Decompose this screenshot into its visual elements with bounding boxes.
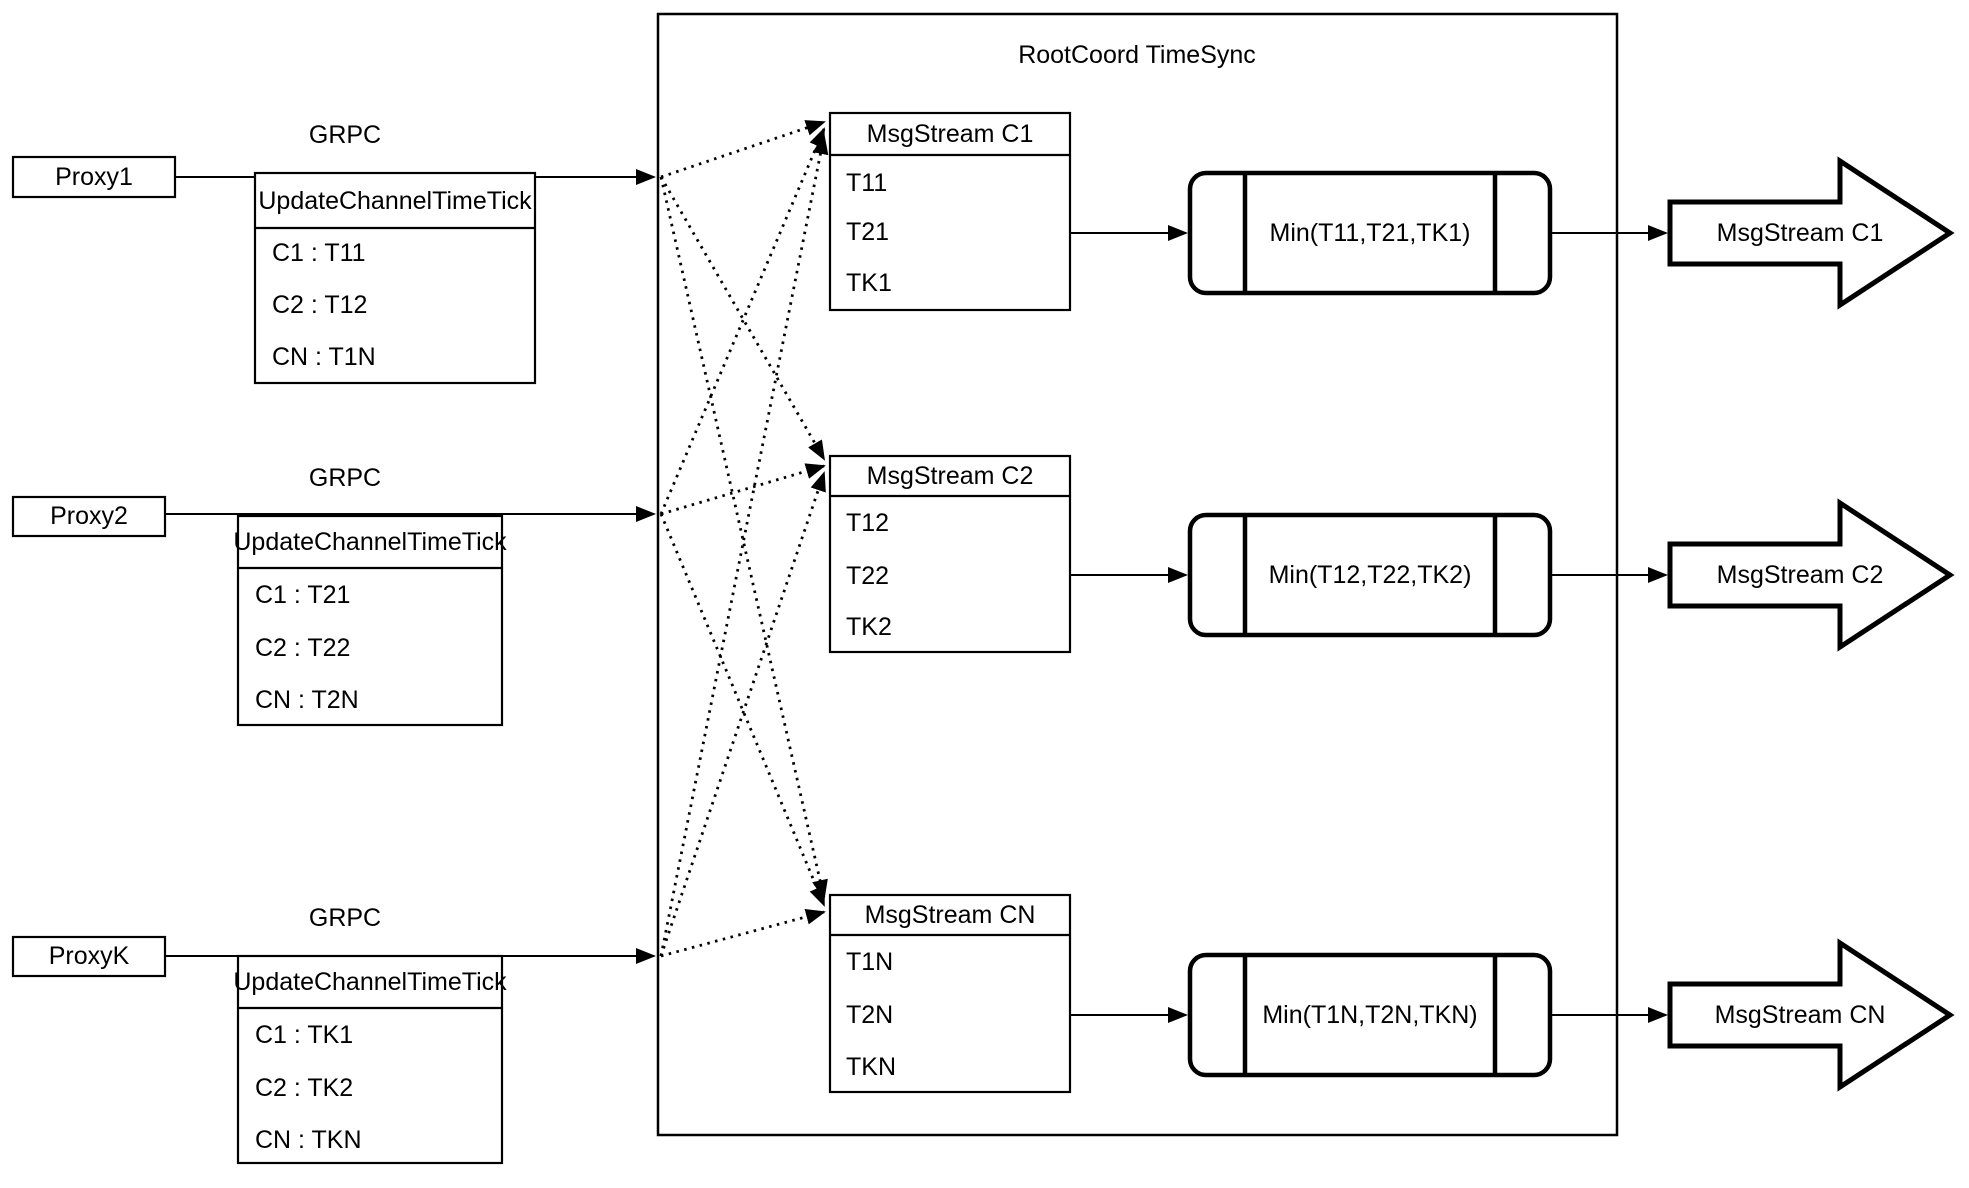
min-node: Min(T12,T22,TK2) (1187, 512, 1553, 638)
table-header: MsgStream C1 (867, 120, 1034, 148)
update-channel-time-tick-table: UpdateChannelTimeTick C1 : T21 C2 : T22 … (233, 514, 507, 727)
timetick-fanout-arrows (659, 120, 829, 958)
row-proxy2: Proxy2 GRPC UpdateChannelTimeTick C1 : T… (11, 454, 1955, 727)
table-outline (236, 514, 504, 727)
dotted-arrow-p2-cn (659, 513, 826, 907)
dotted-arrow-pk-c1 (659, 134, 829, 957)
min-label: Min(T11,T21,TK1) (1270, 219, 1471, 247)
table-row: TK1 (846, 269, 892, 297)
table-header: UpdateChannelTimeTick (233, 528, 507, 556)
proxy-box (11, 155, 177, 199)
dotted-arrow-p1-c2 (659, 176, 826, 461)
grpc-label: GRPC (309, 121, 381, 149)
msgstream-c1-table: MsgStream C1 T11 T21 TK1 (828, 111, 1072, 312)
update-channel-time-tick-table: UpdateChannelTimeTick C1 : TK1 C2 : TK2 … (233, 954, 507, 1165)
block-arrow-shape (1667, 938, 1955, 1092)
table-row: T1N (846, 948, 893, 976)
table-row: C2 : T12 (272, 291, 367, 319)
table-row: C2 : T22 (255, 634, 350, 662)
grpc-label: GRPC (309, 464, 381, 492)
table-row: C1 : T21 (255, 581, 350, 609)
proxy-label: Proxy1 (55, 163, 133, 191)
dotted-arrow-pk-c2 (659, 471, 826, 957)
table-row: TKN (846, 1053, 896, 1081)
proxy-label: Proxy2 (50, 502, 128, 530)
table-header: UpdateChannelTimeTick (258, 187, 532, 215)
output-stream-arrow: MsgStream C2 (1667, 498, 1955, 652)
table-row: C1 : T11 (272, 239, 366, 267)
msgstream-cn-table: MsgStream CN T1N T2N TKN (828, 893, 1072, 1094)
table-row: CN : T2N (255, 686, 359, 714)
output-label: MsgStream C2 (1717, 561, 1884, 589)
grpc-label: GRPC (309, 904, 381, 932)
output-stream-arrow: MsgStream CN (1667, 938, 1955, 1092)
table-row: CN : T1N (272, 343, 376, 371)
table-outline (253, 171, 537, 385)
proxy-box (11, 935, 167, 978)
table-outline (828, 893, 1072, 1094)
output-label: MsgStream C1 (1717, 219, 1884, 247)
block-arrow-shape (1667, 156, 1955, 310)
min-node: Min(T1N,T2N,TKN) (1187, 952, 1553, 1078)
table-outline (828, 111, 1072, 312)
update-channel-time-tick-table: UpdateChannelTimeTick C1 : T11 C2 : T12 … (253, 171, 537, 385)
row-proxyk: ProxyK GRPC UpdateChannelTimeTick C1 : T… (11, 893, 1955, 1165)
msgstream-c2-table: MsgStream C2 T12 T22 TK2 (828, 454, 1072, 654)
table-header: MsgStream CN (865, 901, 1036, 929)
table-outline (828, 454, 1072, 654)
table-row: C1 : TK1 (255, 1021, 353, 1049)
proxy-box (11, 495, 167, 538)
table-row: C2 : TK2 (255, 1074, 353, 1102)
table-row: T12 (846, 509, 889, 537)
output-stream-arrow: MsgStream C1 (1667, 156, 1955, 310)
output-label: MsgStream CN (1715, 1001, 1886, 1029)
table-outline (236, 954, 504, 1165)
table-row: TK2 (846, 613, 892, 641)
table-header: MsgStream C2 (867, 462, 1034, 490)
table-row: T11 (846, 169, 887, 197)
table-row: T2N (846, 1001, 893, 1029)
table-header: UpdateChannelTimeTick (233, 968, 507, 996)
dotted-arrow-p2-c2 (660, 463, 826, 516)
dotted-arrow-p1-c1 (660, 120, 826, 179)
block-arrow-shape (1667, 498, 1955, 652)
proxy-label: ProxyK (49, 942, 130, 970)
table-row: CN : TKN (255, 1126, 362, 1154)
row-proxy1: Proxy1 GRPC UpdateChannelTimeTick C1 : T… (11, 111, 1955, 385)
min-node: Min(T11,T21,TK1) (1187, 170, 1553, 296)
min-label: Min(T1N,T2N,TKN) (1262, 1001, 1477, 1029)
dotted-arrow-p1-cn (659, 176, 828, 900)
table-row: T21 (846, 218, 889, 246)
container-title: RootCoord TimeSync (1018, 41, 1256, 69)
dotted-arrow-p2-c1 (659, 127, 826, 515)
dotted-arrow-pk-cn (660, 908, 826, 958)
table-row: T22 (846, 562, 889, 590)
min-label: Min(T12,T22,TK2) (1269, 561, 1472, 589)
